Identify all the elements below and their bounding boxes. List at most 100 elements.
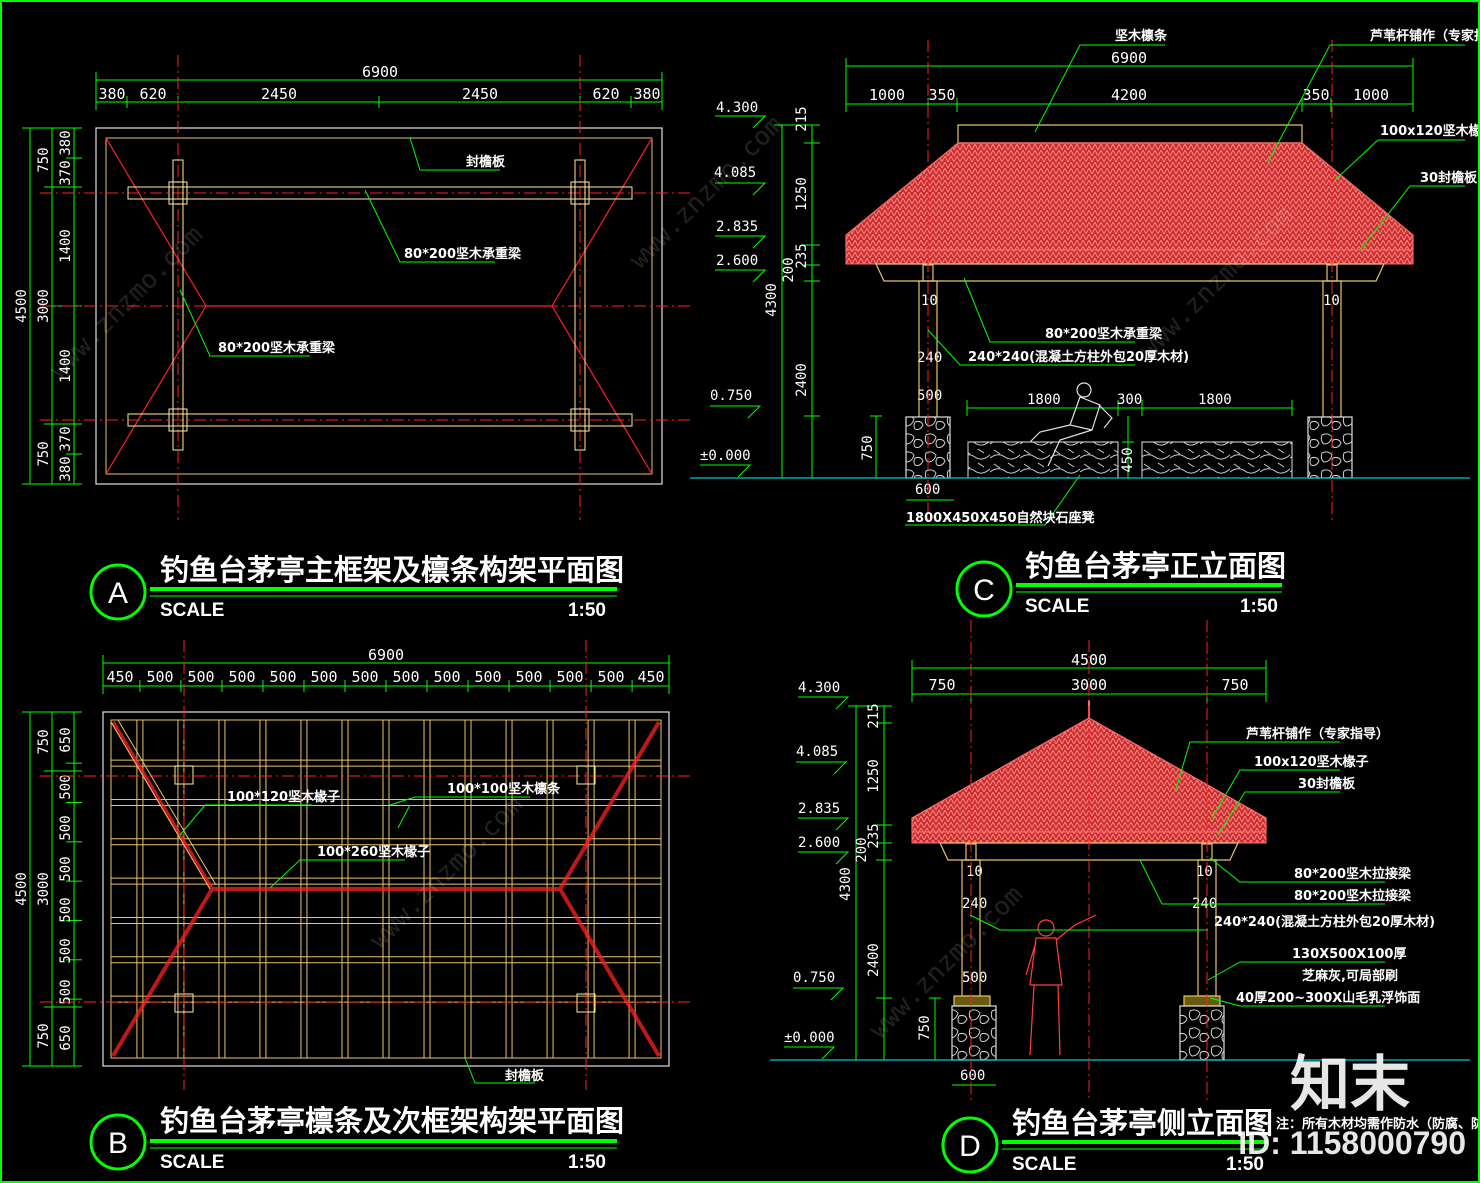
dims-vert-c: 215 1250 235 200 4300 2400 750	[764, 106, 876, 460]
dim: 380	[633, 85, 660, 103]
note-reed-thatch: 芦苇杆铺作（专家指导）	[1370, 28, 1480, 44]
view-letter-c: C	[973, 574, 995, 607]
dim: 1250	[794, 177, 810, 211]
dim-total-width-c: 6900	[1111, 49, 1147, 67]
dim: 750	[928, 676, 955, 694]
elevation: 4.085	[714, 165, 756, 181]
dim: 750	[36, 1023, 52, 1048]
dim: 650	[58, 1025, 74, 1050]
note-rafter-100x120: 100*120坚木椽子	[227, 789, 340, 805]
view-a-plan: 6900 380 620 2450 2450 620 380 4500 3000…	[14, 55, 690, 621]
view-letter-b: B	[108, 1127, 128, 1160]
dim-total-depth: 4500	[14, 289, 30, 323]
dim: 500	[269, 668, 296, 686]
note-main-beam-2: 80*200坚木承重梁	[218, 340, 336, 356]
dim: 1800	[1027, 392, 1061, 408]
dim: 1250	[866, 759, 882, 793]
dim: 500	[58, 774, 74, 799]
dim: 620	[592, 85, 619, 103]
note-purlin-c: 坚木檩条	[1115, 28, 1168, 44]
dim: 500	[392, 668, 419, 686]
dim: 450	[637, 668, 664, 686]
dim: 2450	[261, 85, 297, 103]
note-column-c: 240*240(混凝土方柱外包20厚木材)	[968, 349, 1189, 365]
elevation: 2.600	[798, 835, 840, 851]
dim: 350	[1302, 86, 1329, 104]
view-letter-d: D	[959, 1130, 981, 1163]
dim: 500	[58, 897, 74, 922]
view-a-scale-value: 1:50	[568, 600, 606, 621]
elevations-d: 4.300 4.085 2.835 2.600 0.750 ±0.000	[784, 680, 840, 1046]
elevation: 0.750	[793, 970, 835, 986]
dim: 10	[921, 293, 938, 309]
watermark-site: www.znzmo.com	[864, 880, 1029, 1045]
dim: 4300	[838, 867, 854, 901]
person-standing-figure	[1025, 914, 1097, 1056]
dim: 200	[781, 257, 797, 282]
dim: 750	[36, 147, 52, 172]
dim: 2400	[866, 943, 882, 977]
view-c-scale-value: 1:50	[1240, 596, 1278, 617]
note-fascia-board: 封檐板	[466, 154, 506, 170]
view-letter-a: A	[108, 577, 128, 610]
dim: 500	[58, 856, 74, 881]
note-rafter-c: 100x120坚木椽子	[1380, 123, 1480, 139]
view-c-title: 钓鱼台茅亭正立面图	[1025, 549, 1286, 583]
view-c-front-elevation: 6900 1000 350 4200 350 1000 4.300 4.085 …	[690, 28, 1480, 618]
view-c-scale-label: SCALE	[1025, 596, 1089, 617]
dim: 750	[917, 1015, 933, 1040]
dims-left-a: 4500 3000 750 1400 1400 750 380 370 370 …	[14, 130, 74, 481]
dims-left-b: 4500 3000 750 750 650 500 500 500 500 50…	[14, 727, 74, 1050]
note-base-finish: 芝麻灰,可局部刷	[1302, 968, 1398, 984]
view-d-side-elevation: 4500 750 3000 750 4.300 4.085 2.835 2.60…	[770, 620, 1480, 1175]
elevation: 4.300	[798, 680, 840, 696]
dim-total-depth-b: 4500	[14, 872, 30, 906]
dim: 1400	[58, 349, 74, 383]
dim: 1800	[1198, 392, 1232, 408]
dim: 370	[58, 160, 74, 185]
dim: 4200	[1111, 86, 1147, 104]
note-rafter-100x260: 100*260坚木椽子	[317, 844, 430, 860]
dim: 500	[474, 668, 501, 686]
dim: 500	[515, 668, 542, 686]
view-d-scale-label: SCALE	[1012, 1154, 1076, 1175]
dim: 500	[146, 668, 173, 686]
view-d-scale-value: 1:50	[1226, 1154, 1264, 1175]
elevation: ±0.000	[700, 448, 751, 464]
dim: 10	[1196, 864, 1213, 880]
dim: 370	[58, 426, 74, 451]
dim: 500	[597, 668, 624, 686]
dim: 3000	[36, 872, 52, 906]
note-column-d: 240*240(混凝土方柱外包20厚木材)	[1214, 914, 1435, 930]
note-tie-beam-1: 80*200坚木拉接梁	[1294, 866, 1412, 882]
dim: 215	[866, 703, 882, 728]
view-a-scale-label: SCALE	[160, 600, 224, 621]
elevation: 4.085	[796, 744, 838, 760]
elevation: 2.835	[716, 219, 758, 235]
note-stone-bench: 1800X450X450自然块石座凳	[906, 510, 1096, 526]
dim: 240	[917, 350, 942, 366]
dims-top-b: 450 500 500 500 500 500 500 500 500 500 …	[106, 668, 664, 686]
dim: 500	[310, 668, 337, 686]
dim: 450	[106, 668, 133, 686]
elevation: 4.300	[716, 100, 758, 116]
dim: 2450	[462, 85, 498, 103]
view-a-title: 钓鱼台茅亭主框架及檩条构架平面图	[160, 553, 624, 587]
dim-total-width-b: 6900	[368, 646, 404, 664]
view-d-title: 钓鱼台茅亭侧立面图	[1012, 1106, 1273, 1140]
post-dims-c: 10 240 500 10 600 1800 300 1800 450	[915, 293, 1340, 498]
dim: 620	[139, 85, 166, 103]
dim-total-width-d: 4500	[1071, 651, 1107, 669]
dim: 500	[351, 668, 378, 686]
view-b-scale-label: SCALE	[160, 1152, 224, 1173]
dim: 380	[58, 456, 74, 481]
dim: 650	[58, 727, 74, 752]
note-main-beam: 80*200坚木承重梁	[404, 246, 522, 262]
dim: 380	[98, 85, 125, 103]
dim: 500	[962, 970, 987, 986]
watermark-brand: 知末	[1290, 1051, 1410, 1118]
dim: 10	[1323, 293, 1340, 309]
dim: 235	[794, 243, 810, 268]
dim: 200	[854, 837, 870, 862]
